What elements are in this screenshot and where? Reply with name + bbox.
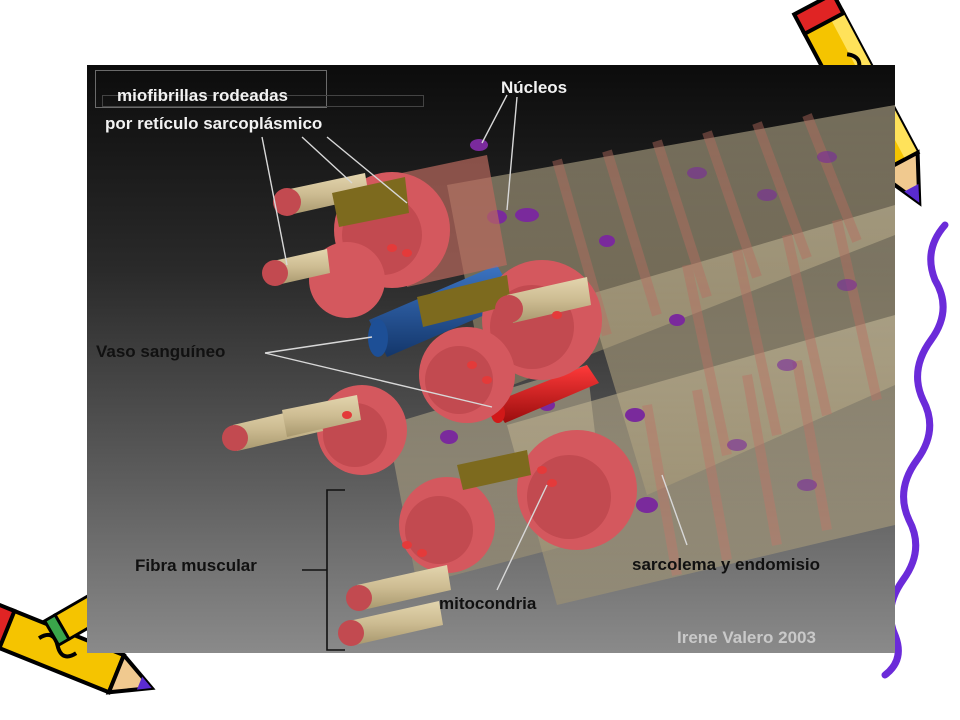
muscle-illustration — [222, 94, 895, 651]
muscle-diagram: miofibrillas rodeadas por retículo sarco… — [87, 65, 895, 653]
leader-lines — [261, 94, 688, 591]
myofibrils — [222, 173, 591, 646]
fiber-bracket — [302, 489, 345, 651]
label-nuclei: Núcleos — [501, 78, 568, 97]
label-frame — [102, 95, 424, 107]
image-credit: Irene Valero 2003 — [677, 628, 816, 647]
label-myofibrils: miofibrillas rodeadas — [117, 86, 288, 105]
label-sarcolemma: sarcolema y endomisio — [632, 555, 821, 574]
nuclei — [440, 139, 857, 513]
label-muscle-fiber: Fibra muscular — [135, 556, 257, 575]
label-mitochondria: mitocondria — [439, 594, 537, 613]
label-myofibrils-reticulum: por retículo sarcoplásmico — [105, 114, 323, 133]
pencil-icon — [0, 600, 156, 695]
mitochondria-dots — [342, 244, 562, 557]
label-blood-vessel: Vaso sanguíneo — [96, 342, 226, 361]
label-frame — [95, 70, 327, 108]
